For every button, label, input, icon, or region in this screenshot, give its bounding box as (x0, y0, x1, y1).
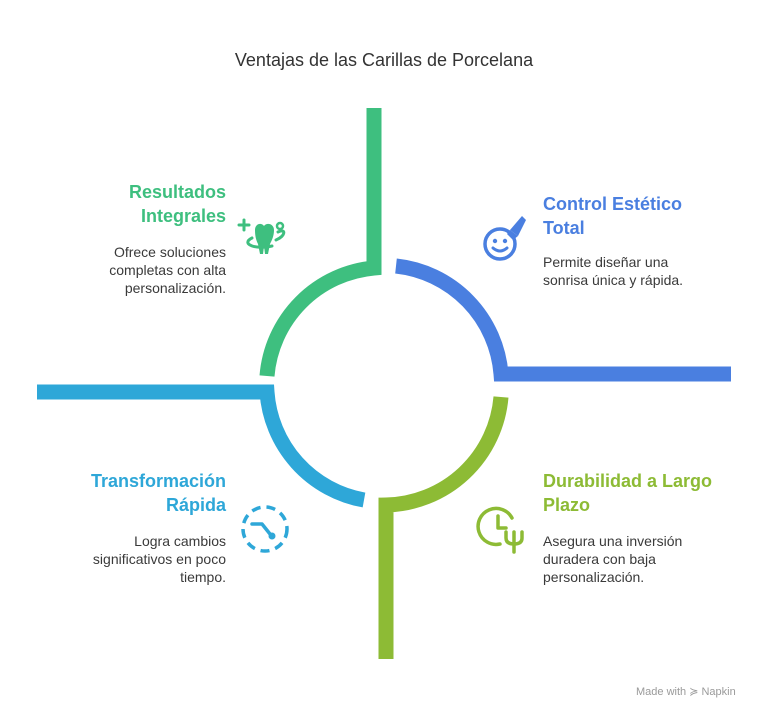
heading-top-right: Control Estético Total (543, 194, 683, 238)
arc-bottom-right (378, 396, 509, 659)
heading-bottom-left: Transformación Rápida (90, 471, 226, 515)
desc-bottom-left: Logra cambios significativos en poco tie… (92, 533, 226, 585)
arc-top-right (395, 258, 731, 382)
heading-top-left: Resultados Integrales (128, 182, 226, 226)
desc-top-left: Ofrece soluciones completas con alta per… (109, 244, 226, 296)
page-title: Ventajas de las Carillas de Porcelana (234, 50, 534, 70)
smile-brush-icon (483, 216, 526, 261)
dashed-circle-arrow-icon (241, 505, 289, 553)
arc-top-left (259, 108, 382, 377)
heading-bottom-right: Durabilidad a Largo Plazo (543, 471, 713, 515)
tooth-sparkle-icon (237, 218, 286, 254)
arc-bottom-left (37, 384, 366, 508)
made-with-napkin-label: Made with ≽ Napkin (636, 686, 736, 698)
desc-top-right: Permite diseñar una sonrisa única y rápi… (543, 254, 684, 288)
desc-bottom-right: Asegura una inversión duradera con baja … (543, 533, 683, 585)
clock-plant-icon (476, 506, 524, 554)
